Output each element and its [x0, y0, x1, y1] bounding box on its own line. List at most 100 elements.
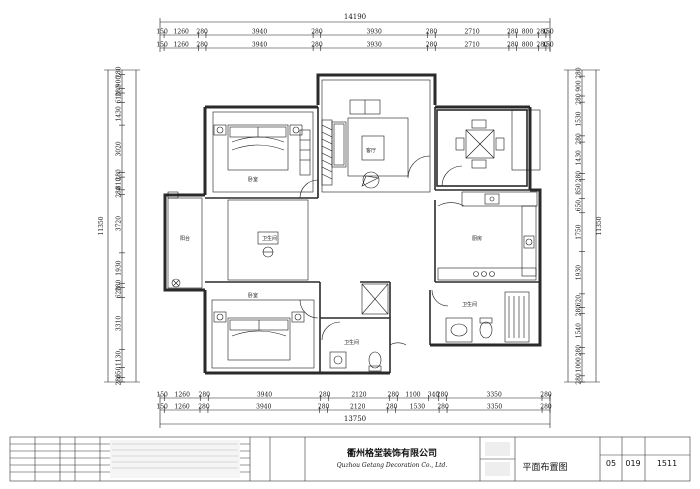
dimension-value: 2710: [464, 29, 479, 36]
dimension-value: 280: [116, 66, 123, 78]
dimension-value: 280: [318, 404, 330, 411]
small-bath-fixtures: [321, 283, 407, 372]
right-dimension-lines: [564, 69, 600, 383]
bedroom-bottom-furniture: [211, 299, 319, 369]
dimension-value: 3350: [487, 392, 502, 399]
dimension-value: 900: [576, 80, 583, 92]
dimension-value: 280: [116, 186, 123, 198]
dimension-value: 3940: [252, 29, 267, 36]
dimension-value: 900: [116, 76, 123, 88]
left-total-dimension: 11350: [98, 216, 105, 235]
dimension-value: 280: [576, 305, 583, 317]
dimension-value: 1750: [576, 224, 583, 239]
dimension-value: 280: [576, 133, 583, 145]
dimension-value: 150: [156, 392, 168, 399]
dimension-value: 280: [426, 29, 438, 36]
corridor-elements: [227, 199, 309, 281]
dimension-value: 280: [198, 404, 210, 411]
left-dimension-segments: 2809002806101430302028081028037201930280…: [116, 66, 125, 386]
dimension-value: 3020: [116, 141, 123, 156]
dimension-value: 280: [116, 169, 123, 181]
dimension-value: 280: [116, 280, 123, 292]
dimension-value: 1540: [576, 323, 583, 338]
interior-walls: [205, 107, 540, 373]
dimension-value: 1100: [405, 392, 420, 399]
dimension-value: 1260: [174, 404, 189, 411]
sheet-code-mid: 019: [625, 459, 640, 468]
dimension-value: 280: [311, 42, 323, 49]
dimension-value: 280: [507, 29, 519, 36]
company-name-en: Quzhou Getang Decoration Co., Ltd.: [337, 462, 448, 469]
bottom-total-dimension: 13750: [344, 415, 366, 423]
dimension-value: 280: [116, 85, 123, 97]
dimension-value: 2120: [351, 392, 366, 399]
dimension-value: 1000: [576, 357, 583, 372]
dimension-value: 150: [156, 29, 168, 36]
right-bath-label: 卫生间: [462, 301, 477, 308]
dimension-value: 150: [542, 42, 554, 49]
dimension-value: 610: [116, 92, 123, 104]
title-block-small-text: [110, 440, 510, 478]
kitchen-fixtures: [437, 191, 538, 281]
bedroom-bottom-label: 卧室: [248, 292, 258, 299]
bedroom-top-furniture: [212, 111, 319, 199]
dimension-value: 620: [576, 295, 583, 307]
dimension-value: 650: [576, 200, 583, 212]
dimension-value: 850: [576, 183, 583, 195]
bedroom-top-label: 卧室: [248, 176, 258, 183]
living-room-furniture: [321, 79, 431, 193]
dimension-value: 280: [386, 404, 398, 411]
dimension-value: 3940: [252, 42, 267, 49]
sheet-code-right: 1511: [657, 459, 677, 468]
top-total-dimension: 14190: [344, 13, 366, 21]
dimension-value: 800: [522, 42, 534, 49]
dimension-value: 1530: [576, 111, 583, 126]
dimension-value: 280: [536, 42, 548, 49]
dimension-value: 280: [388, 392, 400, 399]
dimension-value: 280: [319, 392, 331, 399]
dimension-value: 3940: [256, 404, 271, 411]
dimension-value: 280: [540, 404, 552, 411]
corridor-label: 卫生间: [262, 235, 277, 242]
dimension-value: 280: [507, 42, 519, 49]
dimension-value: 150: [156, 404, 168, 411]
dimension-value: 3930: [367, 29, 382, 36]
dimension-value: 800: [522, 29, 534, 36]
dimension-value: 1530: [410, 404, 425, 411]
dimension-value: 3940: [257, 392, 272, 399]
kitchen-label: 厨房: [472, 235, 482, 242]
dimension-value: 280: [311, 29, 323, 36]
dimension-value: 1260: [175, 392, 190, 399]
dimension-value: 280: [199, 392, 211, 399]
left-dimension-lines: [104, 69, 140, 383]
small-bath-label: 卫生间: [344, 339, 359, 346]
dimension-value: 620: [116, 287, 123, 299]
balcony-label: 阳台: [180, 235, 190, 242]
dimension-value: 280: [536, 29, 548, 36]
dimension-value: 150: [156, 42, 168, 49]
dimension-value: 2710: [464, 42, 479, 49]
dimension-value: 1260: [174, 42, 189, 49]
dimension-value: 150: [542, 29, 554, 36]
dining-furniture: [441, 109, 541, 187]
dimension-value: 280: [196, 42, 208, 49]
dimension-value: 650: [116, 367, 123, 379]
dimension-value: 1430: [116, 106, 123, 121]
dimension-value: 280: [116, 374, 123, 386]
sheet-number: 05: [606, 459, 616, 468]
dimension-value: 280: [196, 29, 208, 36]
dimension-value: 3720: [116, 216, 123, 231]
sheet-title: 平面布置图: [522, 461, 567, 473]
dimension-value: 1430: [576, 150, 583, 165]
top-dimension-lines: [159, 18, 551, 52]
right-total-dimension: 11350: [596, 216, 603, 235]
dimension-value: 340: [428, 392, 440, 399]
dimension-value: 1130: [116, 351, 123, 366]
dimension-value: 280: [576, 93, 583, 105]
dimension-value: 1260: [174, 29, 189, 36]
dimension-value: 280: [576, 345, 583, 357]
